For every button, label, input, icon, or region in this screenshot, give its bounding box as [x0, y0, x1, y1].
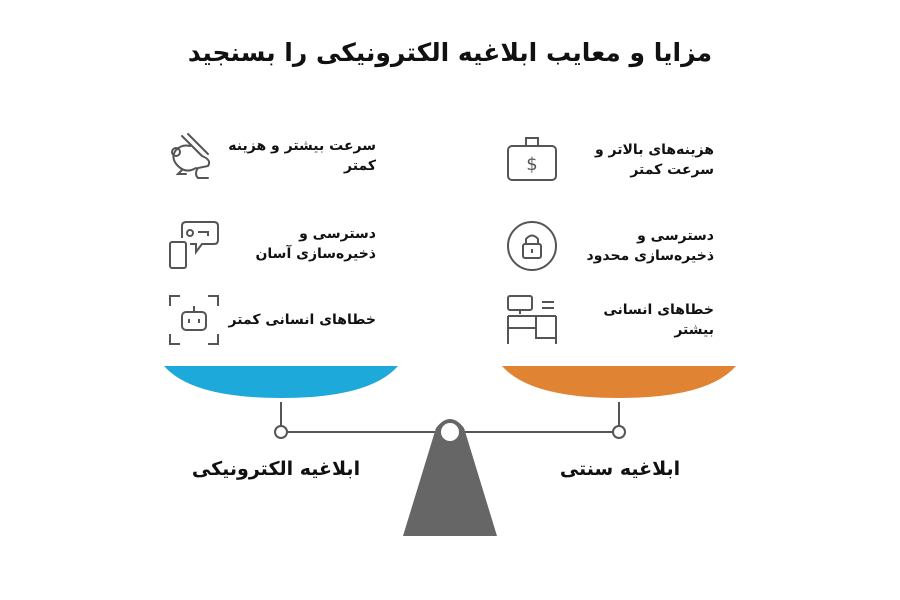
page-title: مزایا و معایب ابلاغیه الکترونیکی را بسنج… [187, 38, 713, 67]
left-pivot [274, 425, 288, 439]
pro-item-errors: خطاهای انسانی کمتر [168, 294, 376, 346]
money-bag-icon: $ [507, 137, 557, 181]
pro-item-speed: سرعت بیشتر و هزینه کمتر [168, 130, 376, 182]
con-text: دسترسی و ذخیره‌سازی محدود [586, 228, 714, 264]
con-text: خطاهای انسانی بیشتر [603, 302, 714, 338]
right-pan [502, 366, 736, 398]
pro-text: خطاهای انسانی کمتر [228, 312, 376, 328]
con-item-cost: $ هزینه‌های بالاتر و سرعت کمتر [506, 134, 714, 186]
right-label: ابلاغیه سنتی [559, 458, 681, 480]
chat-phone-icon [169, 221, 219, 269]
pro-text: سرعت بیشتر و هزینه کمتر [228, 138, 376, 174]
con-item-access: دسترسی و ذخیره‌سازی محدود [506, 220, 714, 272]
con-text: هزینه‌های بالاتر و سرعت کمتر [594, 142, 714, 178]
desk-icon [507, 295, 557, 344]
pro-item-access: دسترسی و ذخیره‌سازی آسان [168, 218, 376, 270]
left-label: ابلاغیه الکترونیکی [191, 458, 361, 480]
right-pivot [612, 425, 626, 439]
lock-icon [507, 221, 557, 271]
fulcrum [403, 419, 497, 536]
svg-text:$: $ [526, 154, 537, 175]
robot-icon [169, 295, 219, 345]
left-pan [164, 366, 398, 398]
con-item-errors: خطاهای انسانی بیشتر [506, 294, 714, 346]
rabbit-icon [171, 133, 211, 179]
pro-text: دسترسی و ذخیره‌سازی آسان [255, 226, 376, 262]
